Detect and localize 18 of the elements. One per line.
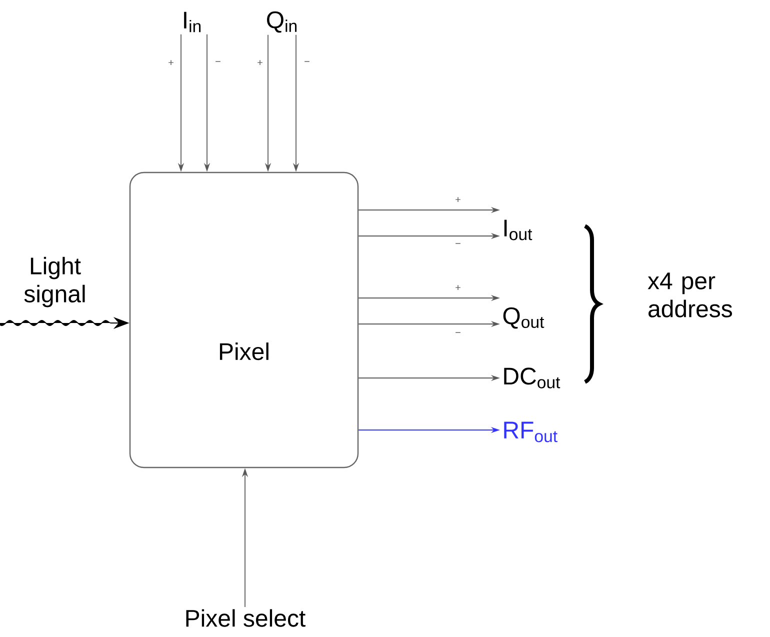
pixel-box: Pixel xyxy=(129,172,359,468)
output-label: Q$_{out}$ xyxy=(503,307,544,329)
input-label: I$_{in}$ xyxy=(184,12,201,32)
edge-label: − xyxy=(454,242,462,248)
edge-label: + xyxy=(454,284,462,292)
output-label: RF$_{out}$ xyxy=(504,422,558,442)
output-label: I$_{out}$ xyxy=(504,220,532,240)
edge-label: + xyxy=(454,196,462,204)
edge-label: + xyxy=(256,59,264,67)
input-label: Pixel select xyxy=(186,609,306,627)
group-label: x4 per address xyxy=(648,272,732,318)
input-label: Q$_{in}$ xyxy=(267,11,297,33)
output-label: DC$_{out}$ xyxy=(504,368,560,388)
edge-label: + xyxy=(167,59,175,67)
edge-label: − xyxy=(303,60,311,66)
edge-label: − xyxy=(454,331,462,337)
input-label: Light signal xyxy=(24,256,85,308)
edge-label: − xyxy=(214,60,222,66)
